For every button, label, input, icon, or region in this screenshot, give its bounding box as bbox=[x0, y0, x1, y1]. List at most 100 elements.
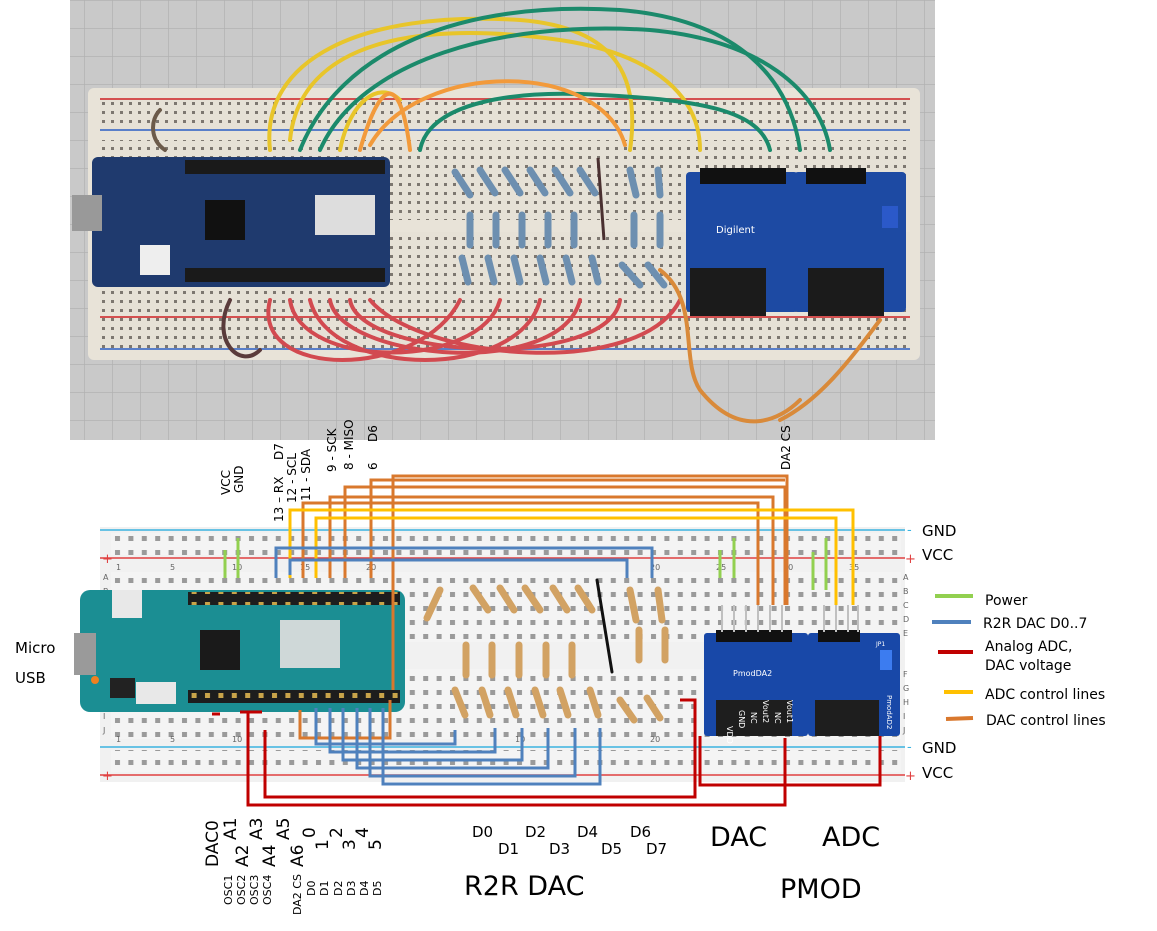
bit-label-d2: D2 bbox=[525, 823, 546, 841]
pin-label-2: 2 bbox=[327, 827, 347, 838]
r2r-bit-labels: D0 D1 D2 D3 D4 D5 D6 D7 bbox=[472, 823, 667, 858]
pin-label-d3: D3 bbox=[345, 881, 358, 896]
bit-label-d5: D5 bbox=[601, 840, 622, 858]
pin-label-d2: D2 bbox=[332, 881, 345, 896]
pin-label-a5: A5 bbox=[274, 818, 294, 840]
pin-label-gnd: GND bbox=[232, 465, 246, 493]
micro-usb-label-1: Micro bbox=[15, 639, 55, 657]
legend-label-r2r: R2R DAC D0..7 bbox=[983, 616, 1087, 632]
svg-text:C: C bbox=[903, 601, 909, 610]
plus-sign: + bbox=[102, 769, 113, 784]
jp1-label: JP1 bbox=[875, 641, 885, 648]
plus-sign: + bbox=[905, 552, 916, 567]
svg-text:I: I bbox=[103, 712, 105, 721]
bit-label-d7: D7 bbox=[646, 840, 667, 858]
pin-label-0: 0 bbox=[300, 827, 320, 838]
svg-text:15: 15 bbox=[300, 563, 310, 572]
pmod-ad2-board: JP1 PmodAD2 bbox=[808, 605, 900, 736]
legend-label-adc: ADC control lines bbox=[985, 687, 1105, 703]
svg-text:A: A bbox=[103, 573, 109, 582]
pin-label-d7: D7 bbox=[272, 443, 286, 460]
r2r-data-wires bbox=[274, 546, 654, 786]
power-wires bbox=[223, 538, 828, 590]
dac-title: DAC bbox=[710, 822, 767, 853]
pin-label-osc4: OSC4 bbox=[261, 875, 274, 905]
legend-label-analog: Analog ADC, bbox=[985, 639, 1072, 655]
svg-text:B: B bbox=[903, 587, 909, 596]
bit-label-d6: D6 bbox=[630, 823, 651, 841]
svg-text:10: 10 bbox=[232, 735, 242, 744]
pin-label-d1: D1 bbox=[318, 881, 331, 896]
svg-text:H: H bbox=[903, 698, 909, 707]
plus-sign: + bbox=[905, 769, 916, 784]
plus-sign: + bbox=[102, 552, 113, 567]
pin-label: Vout1 bbox=[785, 700, 794, 723]
pin-label-vcc: VCC bbox=[219, 470, 233, 495]
pin-label-da2-cs-bottom: DA2 CS bbox=[291, 874, 304, 915]
svg-text:1: 1 bbox=[116, 563, 121, 572]
svg-text:J: J bbox=[902, 726, 905, 735]
dac-control-wires bbox=[298, 474, 789, 740]
gnd-label-bottom: GND bbox=[922, 739, 956, 757]
pin-label: VDD bbox=[725, 726, 734, 744]
micro-usb-connector bbox=[74, 633, 96, 675]
pin-label-osc3: OSC3 bbox=[248, 875, 261, 905]
arduino-mkr-board bbox=[74, 590, 405, 712]
pin-label-d4: D4 bbox=[358, 881, 371, 896]
pin-label-1: 1 bbox=[313, 839, 333, 850]
analog-wires bbox=[212, 698, 882, 807]
pin-label-d6: D6 bbox=[366, 425, 380, 442]
gnd-label-top: GND bbox=[922, 522, 956, 540]
pin-label-6: 6 bbox=[366, 462, 380, 470]
diagram-wires bbox=[212, 474, 882, 807]
pin-label-scl: 12 - SCL bbox=[285, 453, 299, 503]
legend-label-analog-2: DAC voltage bbox=[985, 658, 1071, 674]
wires-photo bbox=[151, 6, 882, 424]
svg-text:E: E bbox=[903, 629, 908, 638]
bit-label-d4: D4 bbox=[577, 823, 598, 841]
svg-text:5: 5 bbox=[170, 563, 175, 572]
pin-label-a1: A1 bbox=[221, 818, 241, 840]
resistors-photo bbox=[451, 166, 668, 289]
pin-label: NC bbox=[773, 712, 782, 724]
minus-sign: - bbox=[907, 740, 912, 755]
pin-label: GND bbox=[737, 710, 746, 728]
pin-label-3: 3 bbox=[340, 839, 360, 850]
svg-text:20: 20 bbox=[650, 735, 660, 744]
bottom-pin-labels: DAC0 A1 A2 A3 A4 A5 A6 0 1 2 3 4 5 OSC1 … bbox=[203, 818, 386, 915]
legend: Power R2R DAC D0..7 Analog ADC, DAC volt… bbox=[932, 593, 1106, 729]
bit-label-d3: D3 bbox=[549, 840, 570, 858]
pmod-boards-photo: Digilent bbox=[686, 168, 906, 316]
pin-label-osc1: OSC1 bbox=[222, 875, 235, 905]
micro-usb-label-2: USB bbox=[15, 669, 46, 687]
legend-label-power: Power bbox=[985, 593, 1028, 609]
breadboard-photo: Digilent bbox=[70, 0, 935, 440]
arduino-board-photo bbox=[72, 157, 390, 287]
svg-text:20: 20 bbox=[650, 563, 660, 572]
r2r-dac-title: R2R DAC bbox=[464, 871, 584, 902]
svg-text:I: I bbox=[903, 712, 905, 721]
legend-label-dac: DAC control lines bbox=[986, 713, 1106, 729]
bit-label-d0: D0 bbox=[472, 823, 493, 841]
pin-label-da2-cs: DA2 CS bbox=[779, 425, 793, 470]
pin-label-sck: 9 - SCK bbox=[325, 427, 339, 472]
pin-label-a6: A6 bbox=[288, 845, 308, 867]
pin-label-a2: A2 bbox=[233, 845, 253, 867]
svg-text:G: G bbox=[903, 684, 909, 693]
svg-text:D: D bbox=[903, 615, 909, 624]
pmod-da2-board: PmodDA2 VDD GND NC Vout2 NC Vout1 bbox=[704, 605, 808, 744]
adc-title: ADC bbox=[822, 822, 880, 853]
pmod-ad2-label: PmodAD2 bbox=[885, 695, 893, 729]
pin-label-4: 4 bbox=[353, 827, 373, 838]
svg-text:10: 10 bbox=[515, 735, 525, 744]
pin-label: NC bbox=[749, 712, 758, 724]
top-pin-labels: VCC GND 13 – RX D7 12 - SCL 11 - SDA 9 -… bbox=[219, 419, 793, 522]
pin-label-sda: 11 - SDA bbox=[299, 448, 313, 501]
svg-text:F: F bbox=[903, 670, 908, 679]
pmod-da2-photo-label: Digilent bbox=[716, 225, 755, 236]
pin-label-rx: 13 – RX bbox=[272, 477, 286, 522]
pin-label-d0: D0 bbox=[305, 881, 318, 896]
pin-label-dac0: DAC0 bbox=[203, 820, 223, 867]
pin-label: Vout2 bbox=[761, 700, 770, 723]
